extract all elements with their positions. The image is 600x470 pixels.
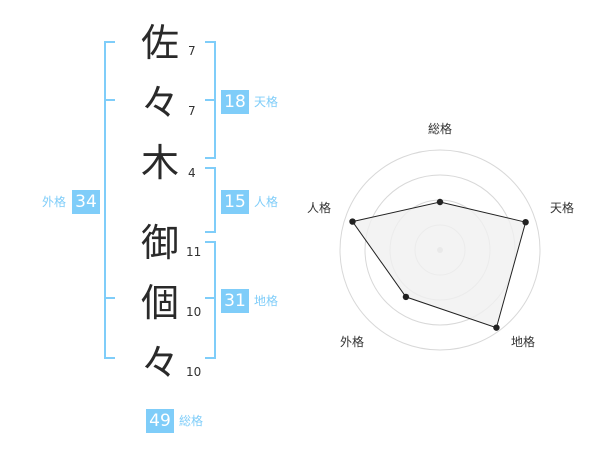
- radar-axis-label-1: 天格: [550, 201, 575, 215]
- tenkaku-label: 天格: [254, 95, 279, 109]
- radar-grid-ring: [339, 149, 541, 351]
- soukaku-label: 総格: [179, 414, 204, 428]
- jinkaku-label: 人格: [254, 195, 279, 209]
- stroke-count-3: 4: [188, 166, 196, 180]
- radar-point-4: [349, 218, 356, 225]
- radar-axis-label-2: 地格: [511, 335, 536, 349]
- name-char-5: 個: [140, 281, 179, 325]
- stroke-count-1: 7: [188, 44, 196, 58]
- name-char-4: 御: [140, 221, 179, 265]
- stroke-count-6: 10: [186, 365, 202, 379]
- gaikaku-value: 34: [72, 190, 100, 214]
- radar-axis-label-4: 人格: [307, 201, 332, 215]
- chikaku-value: 31: [221, 289, 249, 313]
- tenkaku-value: 18: [221, 90, 249, 114]
- radar-point-2: [493, 324, 500, 331]
- stroke-count-4: 11: [186, 245, 202, 259]
- radar-point-1: [522, 218, 529, 226]
- jinkaku-value: 15: [221, 190, 249, 214]
- chikaku-label: 地格: [254, 294, 279, 308]
- name-char-2: 々: [140, 81, 179, 125]
- radar-point-3: [402, 293, 410, 301]
- radar-axis-label-3: 外格: [340, 335, 365, 349]
- name-char-1: 佐: [140, 21, 179, 65]
- name-char-6: 々: [140, 341, 179, 385]
- gaikaku-label: 外格: [42, 195, 67, 209]
- soukaku-value: 49: [146, 409, 174, 433]
- radar-series-polygon: [351, 201, 527, 329]
- stroke-count-5: 10: [186, 305, 202, 319]
- radar-axis-label-0: 総格: [428, 122, 453, 136]
- radar-point-0: [436, 198, 444, 206]
- stroke-count-2: 7: [188, 104, 196, 118]
- name-char-3: 木: [140, 141, 179, 185]
